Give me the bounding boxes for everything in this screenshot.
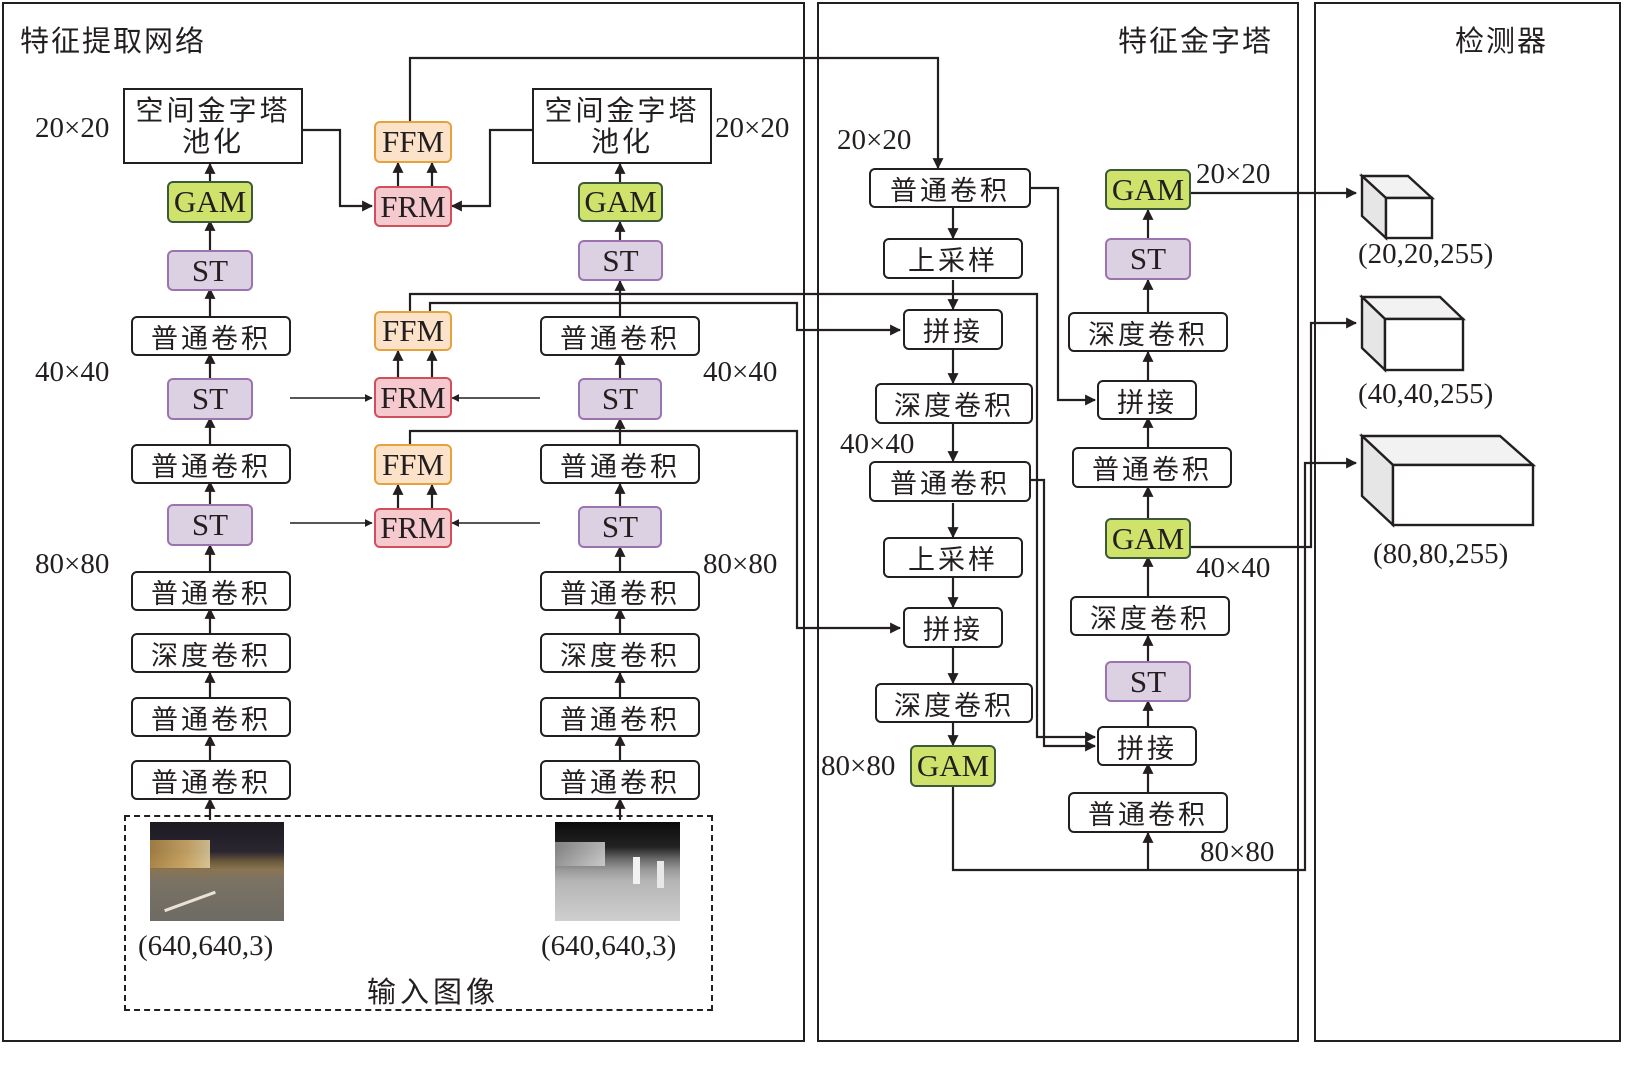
concat-module: 拼接: [903, 607, 1003, 648]
dwconv-module: 深度卷积: [1070, 596, 1230, 636]
detector-title: 检测器: [1455, 24, 1549, 58]
dim-label: 40×40: [840, 428, 915, 460]
dwconv-module: 深度卷积: [875, 683, 1033, 723]
dim-label: 20×20: [715, 112, 790, 144]
input-images-label: 输入图像: [367, 975, 500, 1009]
ffm-module: FFM: [374, 311, 452, 351]
gam-module: GAM: [578, 182, 663, 222]
infrared-image: [555, 822, 680, 921]
output-cube-40: [1359, 294, 1466, 373]
st-module: ST: [578, 378, 662, 420]
conv-module: 普通卷积: [131, 760, 291, 800]
frm-module: FRM: [374, 508, 452, 548]
conv-module: 普通卷积: [131, 697, 291, 737]
feature-extraction-panel: [2, 2, 805, 1042]
conv-module: 普通卷积: [131, 444, 291, 484]
conv-module: 普通卷积: [869, 461, 1031, 502]
st-module: ST: [167, 250, 253, 291]
input-images-group: [124, 815, 713, 1011]
arrow: [1190, 317, 1358, 549]
spp-module-left: 空间金字塔 池化: [123, 88, 303, 164]
conv-module: 普通卷积: [540, 697, 700, 737]
output-cube-20: [1358, 173, 1436, 241]
detector-panel: [1314, 2, 1621, 1042]
dim-label: 40×40: [1196, 552, 1271, 584]
st-module: ST: [1105, 238, 1191, 280]
conv-module: 普通卷积: [1068, 792, 1228, 833]
conv-module: 普通卷积: [869, 168, 1031, 208]
feature-pyramid-title: 特征金字塔: [1118, 24, 1274, 58]
visible-image-shape: (640,640,3): [138, 930, 274, 962]
arrow: [1030, 186, 1097, 406]
dim-label: 80×80: [35, 548, 110, 580]
arrow: [1030, 478, 1097, 752]
wire: [951, 457, 1358, 872]
arrow: [408, 292, 1097, 743]
spp-module-right: 空间金字塔 池化: [532, 88, 712, 164]
ffm-module: FFM: [374, 444, 452, 485]
gam-module: GAM: [1105, 169, 1191, 210]
dwconv-module: 深度卷积: [875, 383, 1033, 424]
dwconv-module: 深度卷积: [540, 633, 700, 673]
infrared-image-shape: (640,640,3): [541, 930, 677, 962]
output-shape-80: (80,80,255): [1373, 538, 1509, 570]
upsample-module: 上采样: [883, 238, 1023, 279]
gam-module: GAM: [1105, 518, 1191, 559]
dim-label: 20×20: [837, 124, 912, 156]
st-module: ST: [578, 240, 663, 281]
st-module: ST: [167, 504, 253, 546]
dim-label: 40×40: [703, 356, 778, 388]
conv-module: 普通卷积: [540, 444, 700, 484]
output-shape-20: (20,20,255): [1358, 238, 1494, 270]
arrow: [302, 128, 374, 212]
conv-module: 普通卷积: [540, 571, 700, 611]
arrow: [408, 56, 944, 170]
st-module: ST: [167, 378, 253, 420]
dim-label: 80×80: [821, 750, 896, 782]
conv-module: 普通卷积: [131, 571, 291, 611]
arrow: [408, 429, 902, 634]
dim-label: 20×20: [35, 112, 110, 144]
frm-module: FRM: [374, 377, 452, 418]
concat-module: 拼接: [1097, 380, 1197, 420]
arrow: [428, 301, 902, 336]
output-shape-40: (40,40,255): [1358, 378, 1494, 410]
detector-cubes: [1358, 173, 1537, 528]
conv-module: 普通卷积: [540, 760, 700, 800]
st-module: ST: [578, 506, 662, 548]
conv-module: 普通卷积: [1072, 447, 1232, 488]
feature-pyramid-panel: [817, 2, 1299, 1042]
dwconv-module: 深度卷积: [131, 633, 291, 673]
upsample-module: 上采样: [883, 537, 1023, 578]
ffm-module: FFM: [374, 121, 452, 163]
st-module: ST: [1105, 661, 1191, 702]
frm-module: FRM: [374, 186, 452, 227]
output-cube-80: [1358, 433, 1537, 528]
dim-label: 20×20: [1196, 158, 1271, 190]
conv-module: 普通卷积: [131, 316, 291, 356]
feature-extraction-title: 特征提取网络: [20, 24, 207, 58]
dim-label: 80×80: [1200, 836, 1275, 868]
dim-label: 80×80: [703, 548, 778, 580]
dim-label: 40×40: [35, 356, 110, 388]
arrow: [450, 128, 532, 212]
visible-image: [150, 822, 284, 921]
conv-module: 普通卷积: [540, 316, 700, 356]
concat-module: 拼接: [903, 309, 1003, 350]
gam-module: GAM: [167, 181, 253, 223]
gam-module: GAM: [910, 745, 996, 787]
dwconv-module: 深度卷积: [1068, 312, 1228, 352]
concat-module: 拼接: [1097, 726, 1197, 766]
